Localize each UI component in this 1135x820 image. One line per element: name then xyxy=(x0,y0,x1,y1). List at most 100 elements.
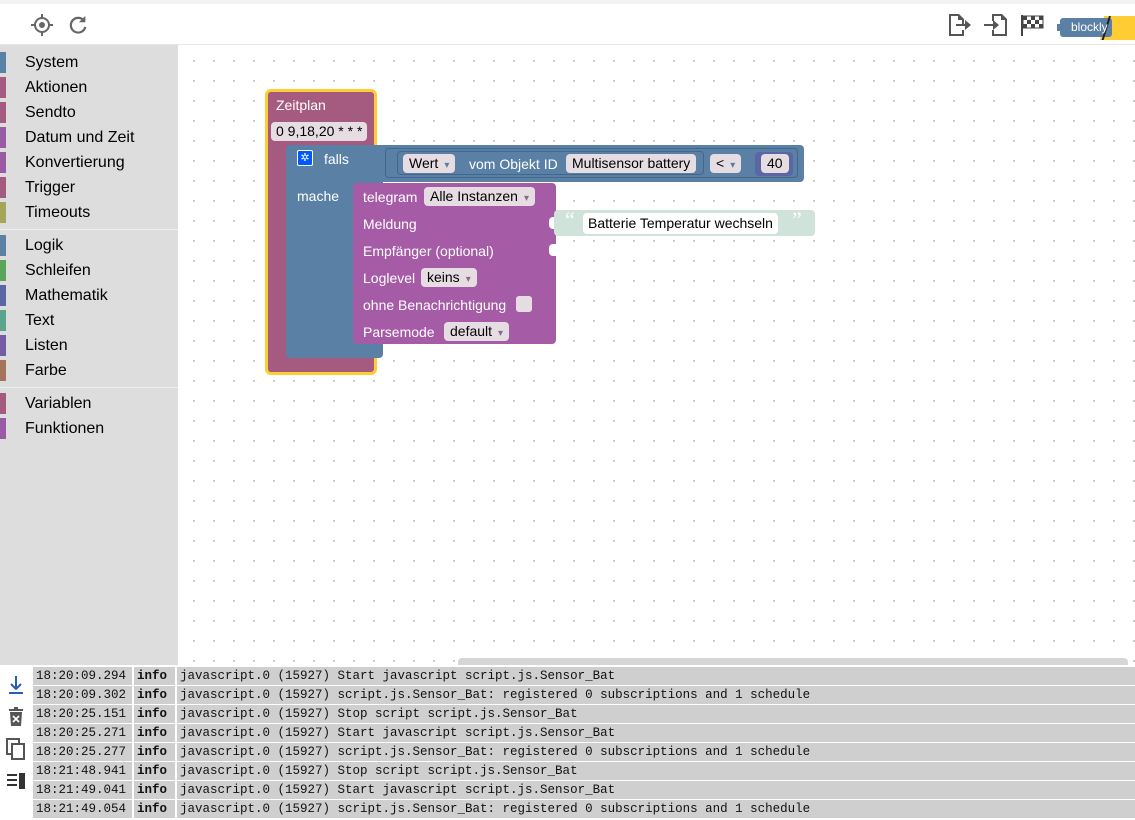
log-message: javascript.0 (15927) script.js.Sensor_Ba… xyxy=(177,743,1135,761)
category-label: Variablen xyxy=(25,395,92,412)
category-label: Farbe xyxy=(25,362,67,379)
export-icon[interactable] xyxy=(946,12,972,38)
import-icon[interactable] xyxy=(983,12,1009,38)
log-level: info xyxy=(134,705,175,723)
attribute-dropdown[interactable]: Wert xyxy=(403,154,456,173)
category-farbe[interactable]: Farbe xyxy=(0,358,178,383)
category-konvertierung[interactable]: Konvertierung xyxy=(0,150,178,175)
category-funktionen[interactable]: Funktionen xyxy=(0,416,178,441)
object-id-field[interactable]: Multisensor battery xyxy=(566,154,697,173)
category-system[interactable]: System xyxy=(0,50,178,75)
if-label: falls xyxy=(324,151,349,167)
copy-icon[interactable] xyxy=(4,737,28,761)
close-quote-icon: ” xyxy=(792,207,802,232)
recipient-label: Empfänger (optional) xyxy=(363,243,494,259)
parsemode-label: Parsemode xyxy=(363,324,435,340)
category-color-bar xyxy=(0,102,6,123)
toolbox-separator xyxy=(0,229,178,230)
category-label: Trigger xyxy=(25,179,76,196)
telegram-instance-dropdown[interactable]: Alle Instanzen xyxy=(424,187,535,206)
silent-checkbox[interactable] xyxy=(516,296,532,312)
category-color-bar xyxy=(0,285,6,306)
category-color-bar xyxy=(0,177,6,198)
category-color-bar xyxy=(0,310,6,331)
category-color-bar xyxy=(0,418,6,439)
category-label: Datum und Zeit xyxy=(25,129,135,146)
open-quote-icon: “ xyxy=(565,207,575,232)
of-object-label: vom Objekt ID xyxy=(469,156,558,172)
category-label: Aktionen xyxy=(25,79,88,96)
checkered-flag-icon[interactable] xyxy=(1019,12,1045,38)
log-toolbar xyxy=(0,665,33,820)
category-label: Listen xyxy=(25,337,68,354)
log-time: 18:20:25.271 xyxy=(33,724,132,742)
blockly-badge-label: blockly xyxy=(1071,20,1108,34)
log-time: 18:21:49.054 xyxy=(33,800,132,818)
refresh-icon[interactable] xyxy=(65,12,91,38)
category-color-bar xyxy=(0,260,6,281)
toolbox: System Aktionen Sendto Datum und Zeit Ko… xyxy=(0,45,178,665)
do-label: mache xyxy=(297,188,340,204)
category-color-bar xyxy=(0,335,6,356)
log-level: info xyxy=(134,724,175,742)
log-message: javascript.0 (15927) Stop script script.… xyxy=(177,705,1135,723)
message-label: Meldung xyxy=(363,216,417,232)
number-value-field[interactable]: 40 xyxy=(761,154,789,173)
log-message: javascript.0 (15927) script.js.Sensor_Ba… xyxy=(177,686,1135,704)
category-label: Konvertierung xyxy=(25,154,125,171)
locate-icon[interactable] xyxy=(29,12,55,38)
log-level: info xyxy=(134,781,175,799)
log-level: info xyxy=(134,762,175,780)
category-trigger[interactable]: Trigger xyxy=(0,175,178,200)
recipient-input-socket xyxy=(549,244,557,256)
log-level: info xyxy=(134,743,175,761)
delete-log-icon[interactable] xyxy=(4,705,28,729)
log-message: javascript.0 (15927) script.js.Sensor_Ba… xyxy=(177,800,1135,818)
text-value-field[interactable]: Batterie Temperatur wechseln xyxy=(583,213,778,234)
category-schleifen[interactable]: Schleifen xyxy=(0,258,178,283)
log-time: 18:21:48.941 xyxy=(33,762,132,780)
category-mathematik[interactable]: Mathematik xyxy=(0,283,178,308)
loglevel-dropdown[interactable]: keins xyxy=(421,268,477,287)
if-mutator-icon[interactable]: ✲ xyxy=(297,150,313,166)
category-variablen[interactable]: Variablen xyxy=(0,391,178,416)
category-sendto[interactable]: Sendto xyxy=(0,100,178,125)
category-color-bar xyxy=(0,127,6,148)
toolbar: blockly xyxy=(0,0,1135,45)
log-level: info xyxy=(134,686,175,704)
category-text[interactable]: Text xyxy=(0,308,178,333)
category-datum-und-zeit[interactable]: Datum und Zeit xyxy=(0,125,178,150)
log-time: 18:20:25.277 xyxy=(33,743,132,761)
telegram-title: telegram xyxy=(363,189,418,205)
category-label: Text xyxy=(25,312,55,329)
operator-dropdown[interactable]: < xyxy=(710,154,742,173)
scroll-down-icon[interactable] xyxy=(4,673,28,697)
category-color-bar xyxy=(0,235,6,256)
category-logik[interactable]: Logik xyxy=(0,233,178,258)
telegram-block[interactable] xyxy=(353,183,556,344)
category-timeouts[interactable]: Timeouts xyxy=(0,200,178,225)
loglevel-label: Loglevel xyxy=(363,270,416,286)
schedule-block-title: Zeitplan xyxy=(276,97,326,113)
parsemode-dropdown[interactable]: default xyxy=(444,322,510,341)
workspace-scrollbar[interactable] xyxy=(458,658,1128,666)
category-aktionen[interactable]: Aktionen xyxy=(0,75,178,100)
log-time: 18:20:09.294 xyxy=(33,667,132,685)
category-color-bar xyxy=(0,52,6,73)
blockly-badge: blockly xyxy=(1056,16,1135,40)
list-view-icon[interactable] xyxy=(4,769,28,793)
log-time: 18:21:49.041 xyxy=(33,781,132,799)
schedule-cron-field[interactable]: 0 9,18,20 * * * xyxy=(271,122,368,141)
category-listen[interactable]: Listen xyxy=(0,333,178,358)
category-label: Logik xyxy=(25,237,64,254)
